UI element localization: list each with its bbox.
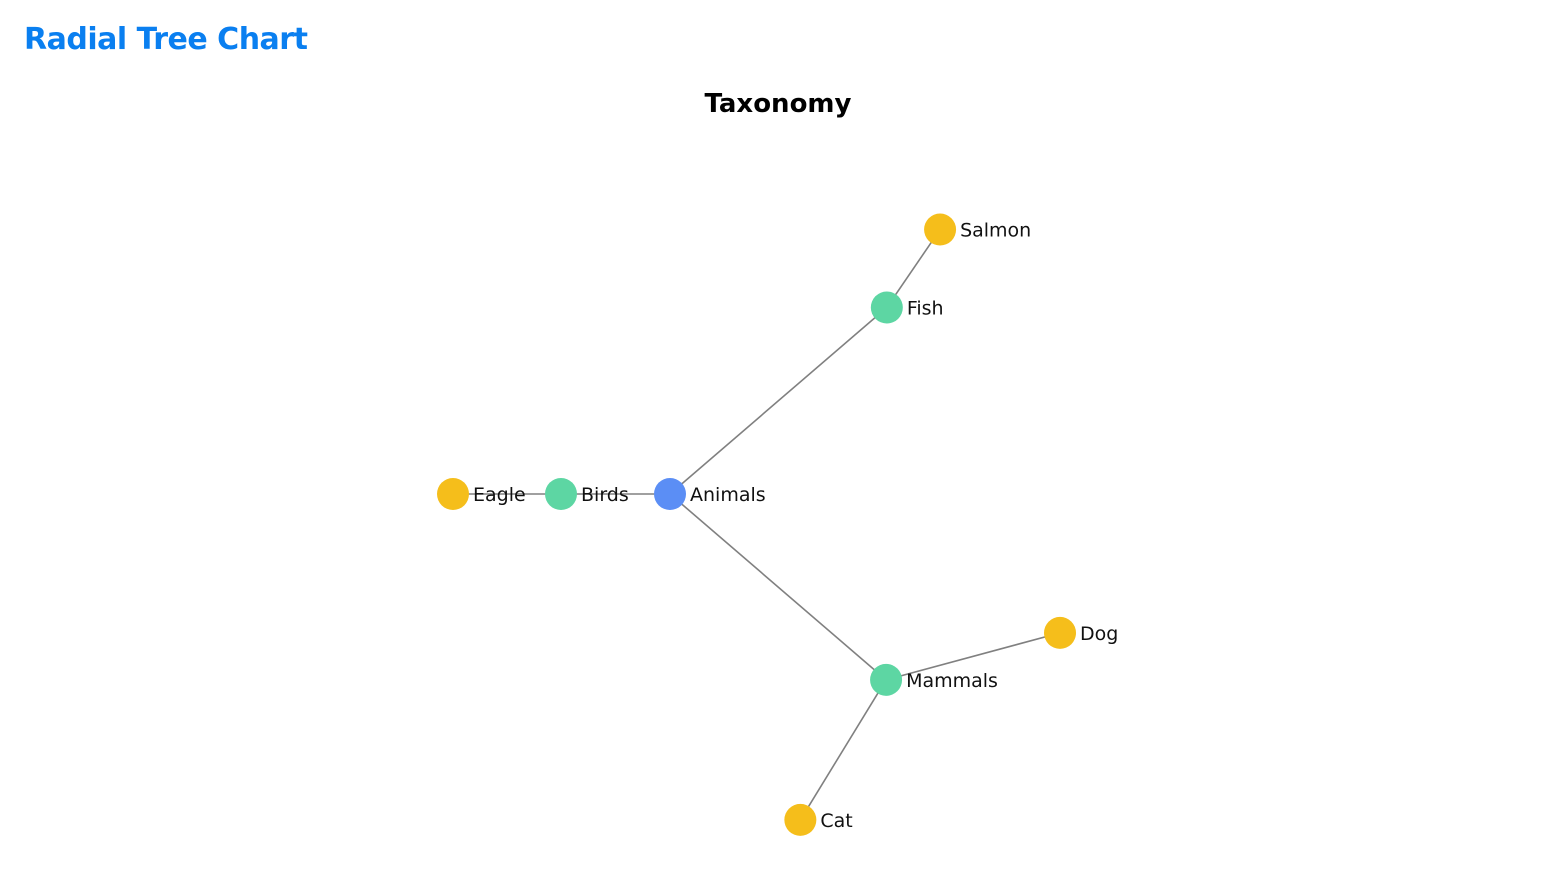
tree-nodes [437,213,1077,836]
node-salmon[interactable] [924,213,957,246]
link-animals-mammals [669,493,887,681]
chart-title: Taxonomy [705,89,852,119]
page-title: Radial Tree Chart [24,22,308,57]
link-animals-fish [669,306,888,495]
node-eagle[interactable] [437,478,469,510]
node-fish[interactable] [870,291,903,324]
node-label-animals: Animals [690,484,766,506]
node-label-salmon: Salmon [960,220,1031,242]
node-label-dog: Dog [1080,623,1118,645]
node-birds[interactable] [545,478,577,510]
link-mammals-dog [885,632,1061,681]
tree-links [453,229,1061,821]
node-label-eagle: Eagle [473,484,526,506]
node-cat[interactable] [784,803,817,836]
node-label-fish: Fish [907,297,944,319]
node-dog[interactable] [1044,616,1077,649]
node-animals[interactable] [654,478,686,510]
node-label-cat: Cat [820,810,852,832]
link-mammals-cat [799,679,887,821]
node-label-mammals: Mammals [906,670,998,692]
node-mammals[interactable] [870,663,903,696]
node-label-birds: Birds [581,484,629,506]
